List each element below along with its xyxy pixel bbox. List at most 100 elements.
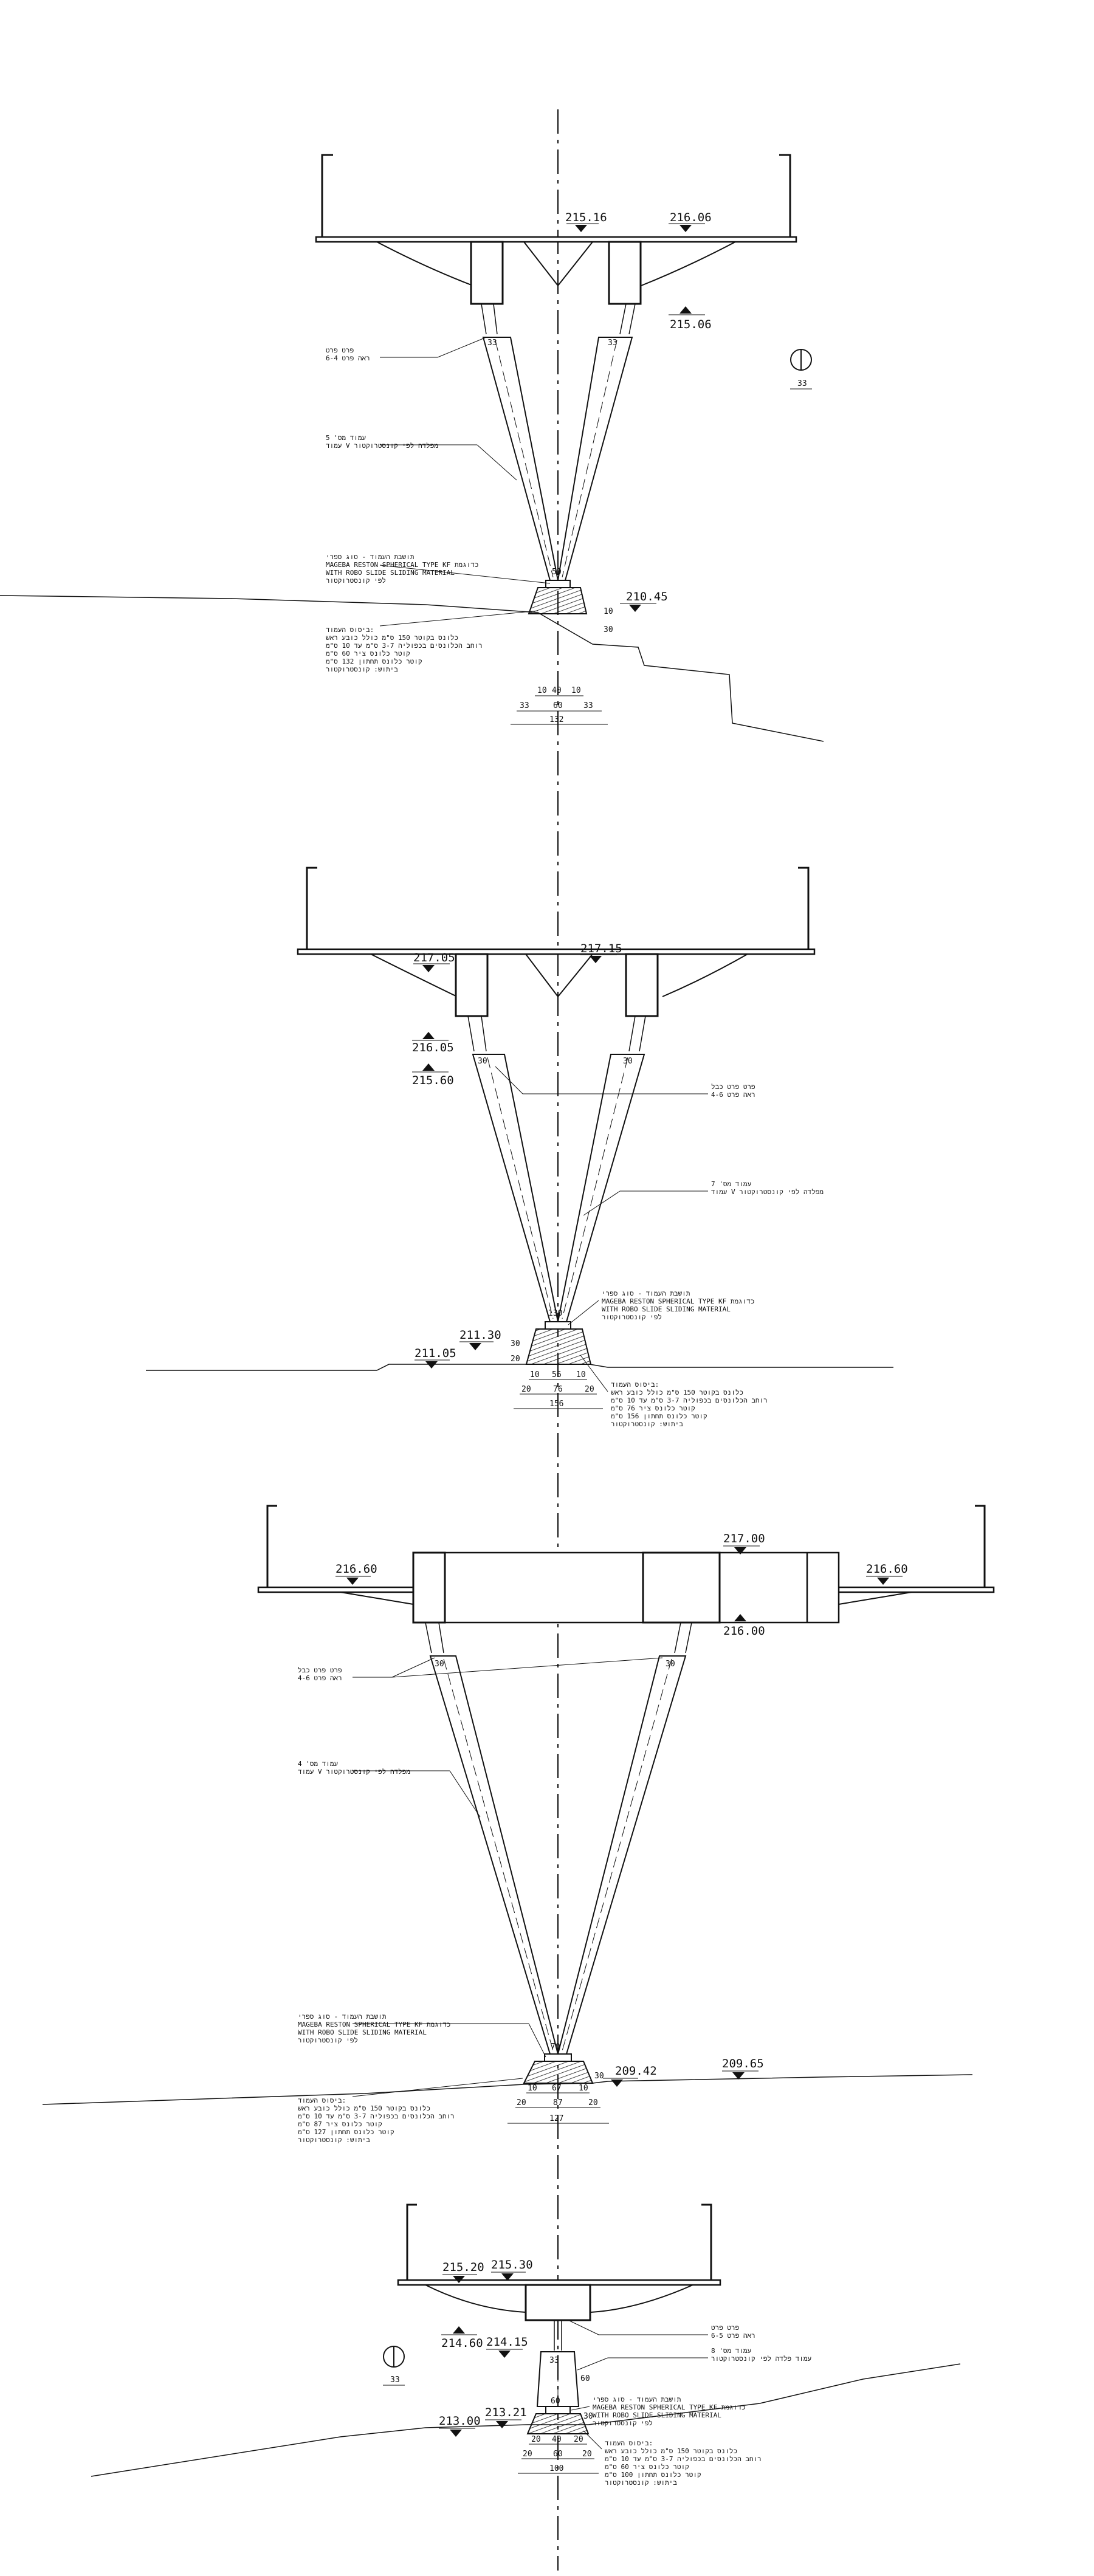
note-line: רוחב הכלונסים בכפוליה 3-7 ס"מ עד 10 ס"מ [326, 642, 483, 650]
dim-label: 33 [583, 701, 593, 710]
v-pier-right-axis [562, 1658, 672, 2052]
note-line: ביסוס העמוד: [326, 626, 374, 634]
level-label: 213.00 [439, 2414, 481, 2428]
deck-box [412, 1551, 840, 1624]
railing-right [701, 2203, 712, 2285]
dim-label: 20 [574, 2435, 583, 2444]
note-line: ראה פרט 4-6 [298, 1674, 342, 1682]
note-line: WITH ROBO SLIDE SLIDING MATERIAL [593, 2411, 721, 2419]
note-line: פרט פרט כבל [298, 1666, 342, 1674]
note-line: עמוד מס' 7 [711, 1180, 751, 1188]
dim-label: 20 [531, 2435, 541, 2444]
dim-label: 30 [604, 625, 613, 634]
v-pier-left-axis [487, 1057, 554, 1319]
section-4: 215.20 215.30 214.60 214.15 213.21 213.0… [91, 2203, 961, 2487]
section-marker: 33 [383, 2346, 405, 2386]
level-label: 215.06 [670, 318, 712, 331]
pier-connector-right [619, 303, 636, 335]
level-marker: 213.21 [485, 2406, 527, 2428]
dim-label: 20 [521, 1385, 531, 1394]
dim-label: 132 [549, 715, 563, 724]
footing-cap [526, 2413, 590, 2434]
level-marker: 217.00 [723, 1532, 765, 1554]
dim-label: 60 [553, 701, 563, 710]
level-marker: 216.00 [723, 1614, 765, 1638]
railing-right [798, 867, 810, 954]
railing-left [406, 2203, 417, 2285]
note-line: רוחב הכלונסים בכפוליה 3-7 ס"מ עד 10 ס"מ [298, 2112, 455, 2120]
note-line: ביסוס העמוד: [611, 1381, 659, 1389]
note-line: WITH ROBO SLIDE SLIDING MATERIAL [298, 2028, 427, 2036]
level-label: 216.06 [670, 211, 712, 224]
note-line: MAGEBA RESTON SPHERICAL TYPE KF כדוגמת [298, 2021, 451, 2028]
deck-soffit [425, 2284, 693, 2313]
level-label: 216.60 [335, 1562, 377, 1576]
level-label: 209.65 [722, 2057, 764, 2070]
dim-label: 100 [549, 2464, 563, 2473]
dim-label: 30 [435, 1660, 444, 1669]
dim-label: 30 [594, 2072, 604, 2081]
section-3: 216.60 217.00 216.60 216.00 209.42 209.6… [42, 1505, 995, 2144]
level-marker: 216.60 [335, 1562, 377, 1585]
note-line: קוטר כלונס תחתון 156 ס"מ [611, 1412, 707, 1420]
level-marker: 215.06 [669, 306, 712, 331]
note-line: לפי קונסטרוקטור [593, 2419, 653, 2427]
section-marker-label: 33 [797, 379, 807, 388]
dim-label: 127 [549, 2114, 563, 2123]
pier-connector-right [628, 1015, 646, 1052]
deck-slab [315, 236, 797, 243]
level-marker: 213.00 [439, 2414, 481, 2437]
note-line: עמוד V מפלדה לפי קונסטרוקטור [298, 1768, 410, 1776]
footing-cap [528, 587, 588, 614]
note-line: לפי קונסטרוקטור [602, 1313, 662, 1321]
dim-label: 67 [552, 2084, 562, 2093]
note-line: קוטר כלונס ציר 87 ס"מ [298, 2120, 382, 2128]
level-marker: 216.05 [412, 1032, 454, 1054]
box-girder-right [642, 1551, 721, 1624]
dim-label: 130 [548, 1309, 562, 1318]
v-pier-left [482, 337, 559, 581]
railing-left [266, 1505, 277, 1592]
dim-label: 10 [530, 1370, 540, 1379]
level-marker: 215.60 [412, 1063, 454, 1087]
level-marker: 209.42 [603, 2064, 657, 2087]
bearing [544, 2053, 572, 2062]
dim-label: 20 [585, 1385, 594, 1394]
pier-connector-left [467, 1015, 487, 1052]
note-line: עמוד V מפלדה לפי קונסטרוקטור [326, 442, 438, 450]
section-marker: 33 [790, 349, 812, 390]
dim-label: 70 [551, 2042, 560, 2052]
ground-line [146, 1364, 893, 1371]
level-label: 211.05 [415, 1347, 456, 1360]
level-marker: 214.60 [441, 2326, 483, 2350]
note-line: קוטר כלונס ציר 76 ס"מ [611, 1404, 695, 1412]
note-line: עמוד מס' 5 [326, 434, 366, 442]
ground-line [91, 2363, 961, 2477]
note-line: ביתוש: קונסטרוקטור [611, 1420, 683, 1428]
note-line: כלונס בקוטר 150 ס"מ כולל כובע ראש [298, 2104, 430, 2112]
note-line: קוטר כלונס תחתון 127 ס"מ [298, 2128, 394, 2136]
box-girder-left [455, 953, 489, 1017]
level-label: 215.20 [442, 2261, 484, 2274]
dim-label: 60 [580, 2374, 590, 2383]
dim-label: 56 [552, 1370, 562, 1379]
note-line: WITH ROBO SLIDE SLIDING MATERIAL [326, 569, 455, 577]
level-marker: 215.30 [491, 2258, 533, 2281]
pier-connector-left [481, 303, 498, 335]
note-line: רוחב הכלונסים בכפוליה 3-7 ס"מ עד 10 ס"מ [611, 1396, 768, 1404]
note-line: עמוד פלדה לפי קונסטרוקטור [711, 2355, 811, 2363]
note-line: ביסוס העמוד: [298, 2097, 346, 2104]
pier-connector-left [425, 1622, 444, 1654]
ground-line [42, 2074, 973, 2105]
note-line: WITH ROBO SLIDE SLIDING MATERIAL [602, 1305, 731, 1313]
bearing [545, 1321, 571, 1330]
level-marker: 211.30 [459, 1328, 501, 1350]
pier-connector-right [674, 1622, 692, 1654]
